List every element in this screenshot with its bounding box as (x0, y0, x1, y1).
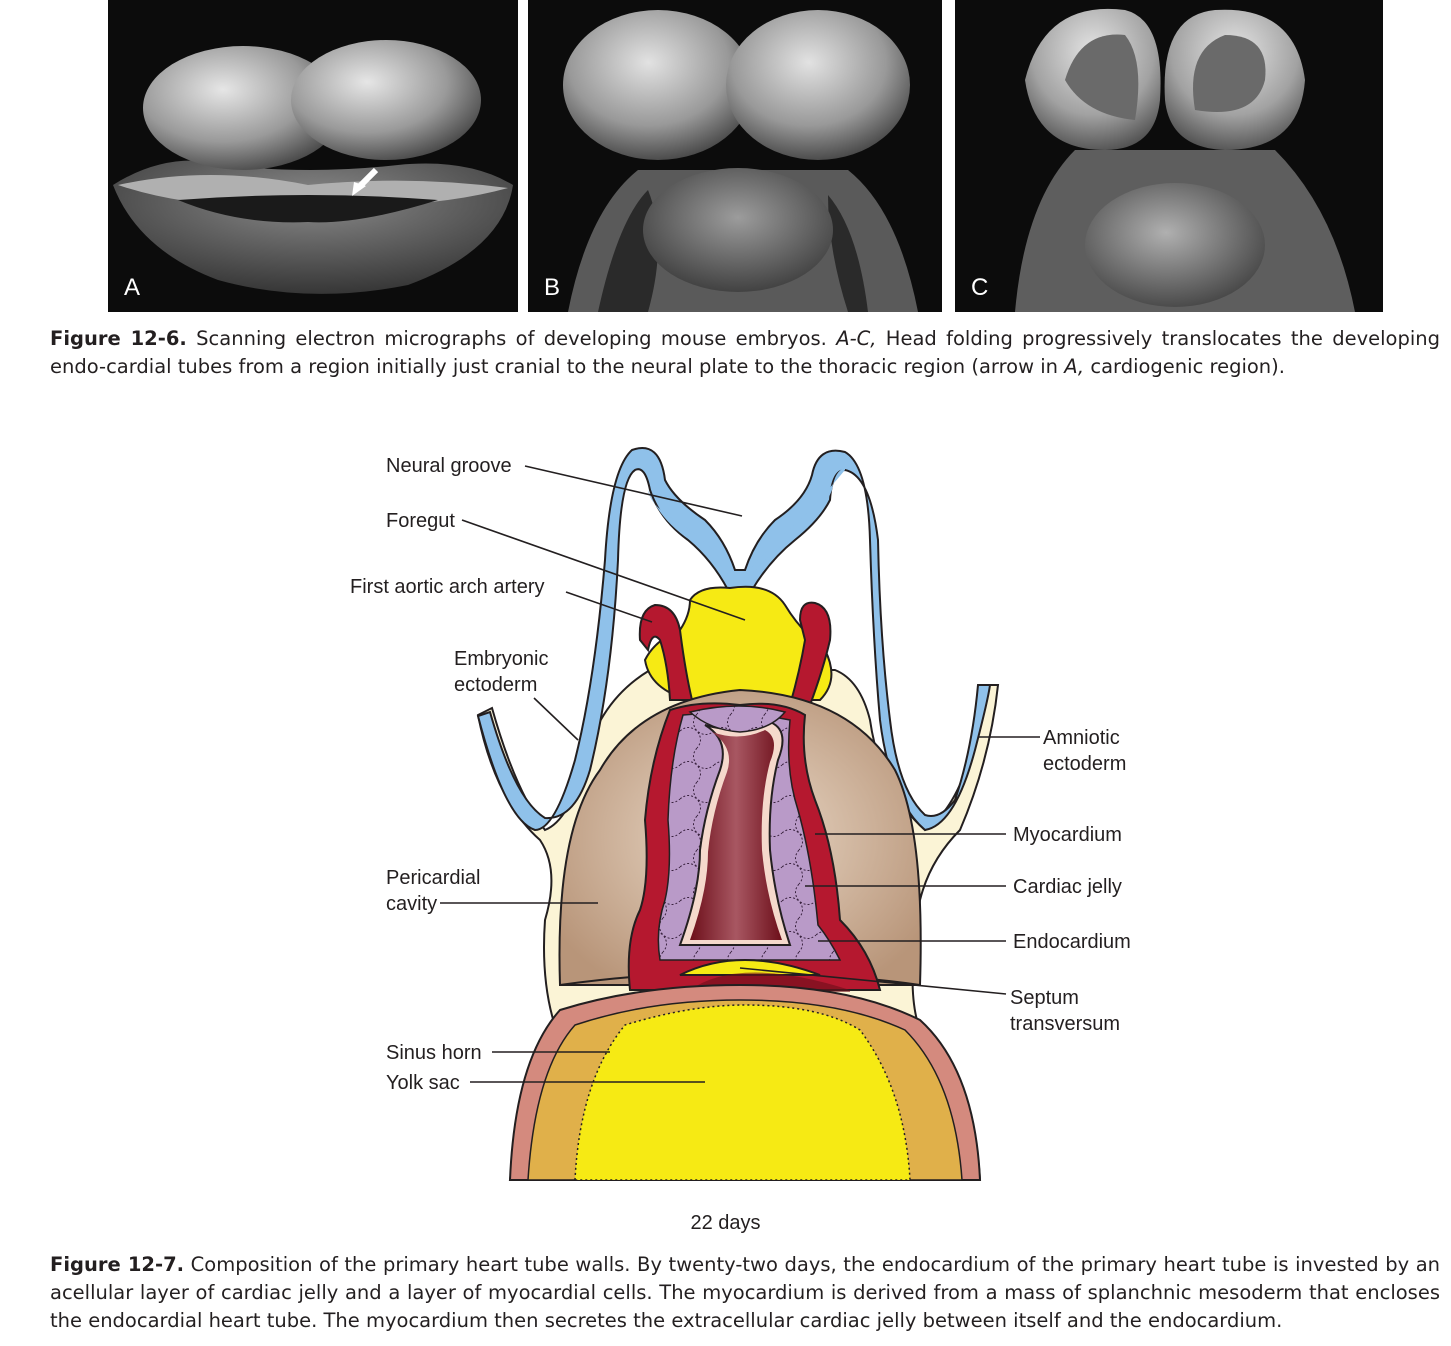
micrograph-a-image (113, 40, 513, 294)
figure-12-6-caption: Figure 12-6. Scanning electron micrograp… (50, 325, 1440, 381)
figure-12-6-italic-1: A-C, (836, 327, 877, 350)
figure-12-7-number: Figure 12-7. (50, 1253, 185, 1276)
label-neural-groove: Neural groove (386, 455, 512, 477)
label-first-aortic-arch-artery: First aortic arch artery (350, 576, 544, 598)
micrograph-panel-c: C (955, 0, 1383, 312)
label-myocardium: Myocardium (1013, 824, 1122, 846)
micrograph-panel-b: B (528, 0, 942, 312)
panel-letter-c: C (971, 274, 989, 301)
label-septum-transversum-1: Septum (1010, 987, 1079, 1009)
label-embryonic-ectoderm-2: ectoderm (454, 674, 537, 696)
figure-12-7-caption: Figure 12-7. Composition of the primary … (50, 1251, 1440, 1335)
label-yolk-sac: Yolk sac (386, 1072, 460, 1094)
label-cardiac-jelly: Cardiac jelly (1013, 876, 1122, 898)
heart-tube-diagram: Neural groove Foregut First aortic arch … (350, 447, 1131, 1181)
label-endocardium: Endocardium (1013, 931, 1131, 953)
figure-12-6-text-1: Scanning electron micrographs of develop… (196, 327, 827, 350)
diagram-age-label: 22 days (690, 1212, 761, 1234)
label-embryonic-ectoderm-1: Embryonic (454, 648, 548, 670)
figure-12-6-text-2: Head folding progressively translocates … (50, 327, 1441, 378)
label-pericardial-cavity-1: Pericardial (386, 867, 480, 889)
label-pericardial-cavity-2: cavity (386, 893, 437, 915)
figure-12-6-number: Figure 12-6. (50, 327, 187, 350)
panel-letter-b: B (544, 274, 561, 301)
figure-12-6-text-3: cardiogenic region). (1090, 355, 1285, 378)
micrograph-b-image (563, 10, 918, 312)
label-amniotic-ectoderm-2: ectoderm (1043, 753, 1126, 775)
label-septum-transversum-2: transversum (1010, 1013, 1120, 1035)
figure-12-6-italic-2: A, (1064, 355, 1085, 378)
label-amniotic-ectoderm-1: Amniotic (1043, 727, 1120, 749)
figure-12-7-text: Composition of the primary heart tube wa… (50, 1253, 1441, 1332)
panel-letter-a: A (124, 274, 141, 301)
micrograph-panel-a: A (108, 0, 518, 312)
label-foregut: Foregut (386, 510, 455, 532)
micrograph-c-image (1015, 8, 1355, 312)
label-sinus-horn: Sinus horn (386, 1042, 482, 1064)
